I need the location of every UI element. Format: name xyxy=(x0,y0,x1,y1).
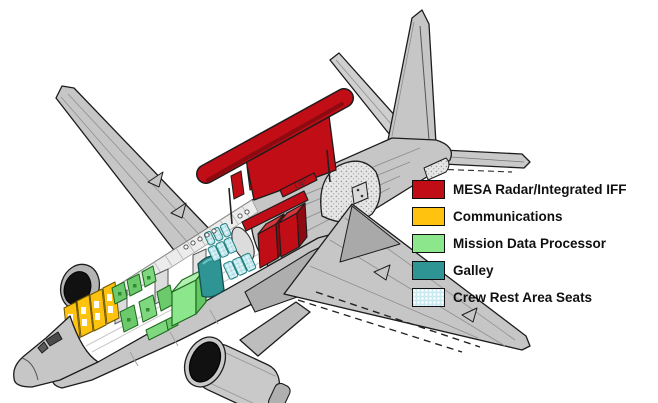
engine-pylon xyxy=(239,301,311,357)
legend-swatch-galley xyxy=(412,261,445,280)
engine-exhaust xyxy=(267,382,291,403)
legend-swatch-crew-rest xyxy=(412,288,445,307)
cockpit-window xyxy=(45,331,63,347)
radar-support-tab xyxy=(230,170,245,200)
legend-label-mission-data-processor: Mission Data Processor xyxy=(453,236,607,251)
right-engine xyxy=(183,301,311,403)
legend-item-mesa-radar: MESA Radar/Integrated IFF xyxy=(412,180,627,199)
mission-crew-consoles xyxy=(111,265,179,341)
galley-unit xyxy=(197,255,225,298)
legend-item-crew-rest: Crew Rest Area Seats xyxy=(412,288,627,307)
radome-seam xyxy=(21,357,39,381)
mesa-radar-antenna xyxy=(196,88,354,201)
legend-label-crew-rest: Crew Rest Area Seats xyxy=(453,290,593,305)
flap-track-fairing xyxy=(373,264,391,281)
legend-item-galley: Galley xyxy=(412,261,627,280)
radar-bar xyxy=(197,89,353,183)
nose-section xyxy=(13,315,99,388)
legend-swatch-communications xyxy=(412,207,445,226)
detail-overlays: OP xyxy=(183,149,331,250)
radar-floor-rail xyxy=(241,190,309,232)
antenna-mast xyxy=(228,149,331,225)
flap-outline-dashed xyxy=(297,291,481,353)
flap-track-fairing xyxy=(170,202,187,219)
rudder-line xyxy=(419,25,430,141)
legend-swatch-mission-data-processor xyxy=(412,234,445,253)
tailcone-stipple xyxy=(423,157,450,181)
radar-equipment-boxes xyxy=(241,172,318,269)
flap-track-fairing xyxy=(461,307,478,323)
flap-track-fairing xyxy=(147,171,164,188)
legend-label-communications: Communications xyxy=(453,209,563,224)
cockpit-window xyxy=(37,341,49,354)
left-wing xyxy=(55,85,217,259)
legend-item-communications: Communications xyxy=(412,207,627,226)
legend-label-galley: Galley xyxy=(453,263,494,278)
cabin-windows xyxy=(183,209,250,250)
legend-swatch-mesa-radar xyxy=(412,180,445,199)
right-engine-intake xyxy=(188,341,222,383)
radar-bar-shade xyxy=(206,102,344,182)
legend-item-mission-data-processor: Mission Data Processor xyxy=(412,234,627,253)
radar-floor-rail xyxy=(279,172,318,198)
legend-label-mesa-radar: MESA Radar/Integrated IFF xyxy=(453,182,627,197)
legend: MESA Radar/Integrated IFF Communications… xyxy=(412,180,627,307)
